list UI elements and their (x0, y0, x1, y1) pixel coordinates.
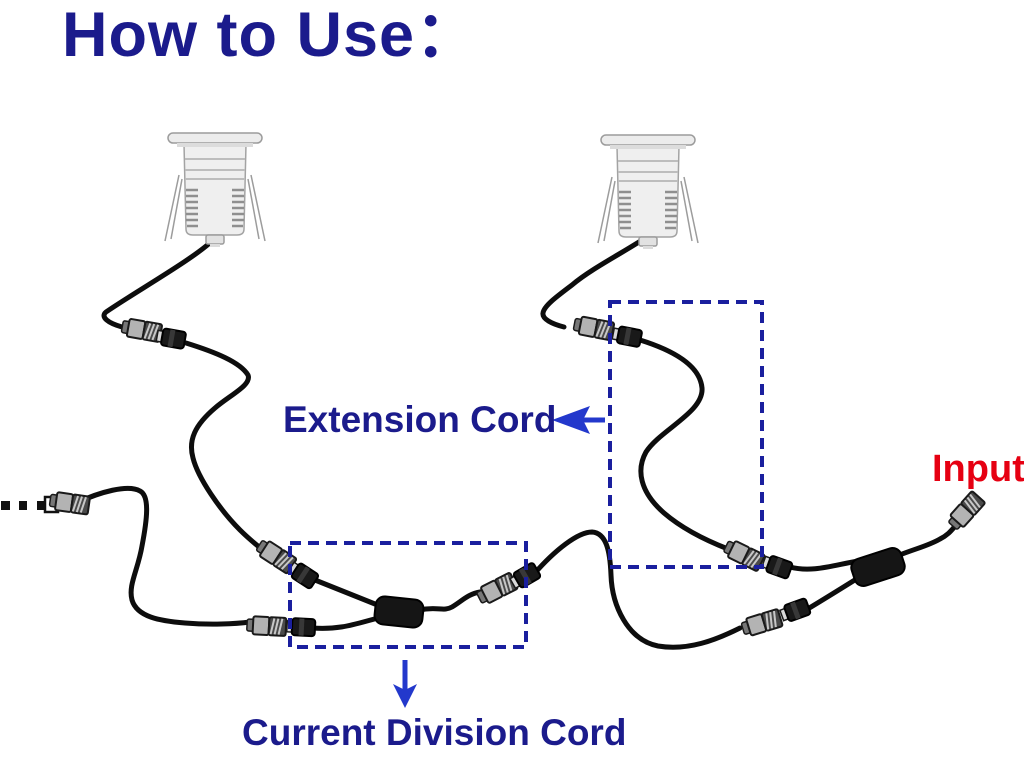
input-connector-icon (944, 489, 987, 533)
cable-light2-drop (540, 235, 648, 330)
input-splitter-body (850, 546, 906, 588)
connector-icon (154, 326, 188, 350)
cable-division-tail (416, 589, 483, 613)
extension-cord-arrow-icon (552, 406, 605, 434)
page-title: How to Use： (62, 0, 480, 70)
input-label: Input (932, 448, 1024, 490)
division-cord-highlight-box (288, 541, 528, 649)
cable-division-branch-top (312, 577, 383, 609)
cable-input-tail (894, 520, 961, 559)
cable-light1-to-division (183, 340, 267, 554)
extension-cord-highlight-box (608, 300, 764, 569)
connector-icon (739, 607, 784, 639)
connector-icon (759, 552, 795, 581)
cable-division-to-splitter (531, 529, 743, 650)
cable-splitter-bottom-link (803, 575, 861, 613)
cable-division-branch-bottom (309, 615, 381, 631)
deck-light-icon (596, 133, 700, 251)
division-splitter-body (373, 595, 425, 629)
division-cord-arrow-icon (393, 660, 417, 708)
connector-icon (245, 614, 288, 637)
deck-light-icon (163, 131, 267, 249)
continuation-dots (1, 501, 45, 510)
cable-light1-drop (101, 237, 216, 330)
cable-left-continuation (73, 485, 253, 627)
cable-splitter-top-link (787, 558, 861, 572)
cable-extension-cord (637, 337, 731, 552)
connector-icon (610, 324, 644, 349)
current-division-cord-label: Current Division Cord (242, 712, 627, 753)
connector-icon (777, 596, 813, 625)
extension-cord-label: Extension Cord (283, 399, 557, 440)
